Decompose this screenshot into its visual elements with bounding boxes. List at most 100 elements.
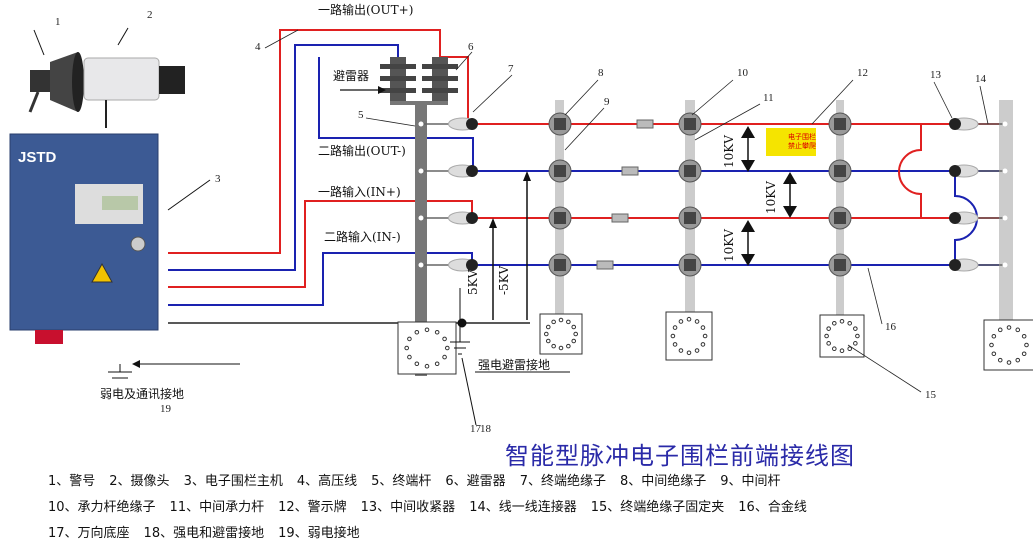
lightning-arrester-icon bbox=[380, 57, 458, 105]
callout-2: 2 bbox=[147, 9, 153, 21]
legend-item: 2、摄像头 bbox=[109, 474, 170, 489]
legend-item: 4、高压线 bbox=[296, 474, 358, 489]
label-5kv: 5KV bbox=[466, 269, 480, 295]
legend-item: 5、终端杆 bbox=[371, 474, 432, 489]
terminal-pole bbox=[415, 104, 427, 376]
legend-item: 1、警号 bbox=[48, 474, 96, 489]
universal-bases bbox=[397, 311, 1033, 375]
tensioner-icon bbox=[636, 119, 654, 129]
callout-9: 9 bbox=[604, 96, 610, 108]
legend-item: 13、中间收紧器 bbox=[360, 500, 456, 515]
sign-line-2: 禁止攀爬 bbox=[788, 141, 816, 150]
legend-item: 9、中间杆 bbox=[720, 474, 781, 489]
callout-18: 18 bbox=[480, 423, 492, 435]
legend-item: 8、中间绝缘子 bbox=[619, 474, 707, 489]
callout-16: 16 bbox=[885, 321, 897, 333]
callout-17: 17 bbox=[470, 423, 482, 435]
wire-connector-icon bbox=[466, 259, 478, 271]
legend-row: 10、承力杆绝缘子 11、中间承力杆 12、警示牌 13、中间收紧器 14、线一线连接器… bbox=[48, 496, 821, 522]
callout-4: 4 bbox=[255, 41, 261, 53]
legend: 1、警号 2、摄像头 3、电子围栏主机 4、高压线 5、终端杆 6、避雷器 7、终端绝缘子 8… bbox=[48, 470, 821, 548]
callout-6: 6 bbox=[468, 41, 474, 53]
label-10kv-middle: 10KV bbox=[764, 181, 778, 214]
legend-item: 19、弱电接地 bbox=[278, 526, 360, 541]
label-10kv-top: 10KV bbox=[722, 135, 736, 168]
leader-line bbox=[847, 344, 922, 393]
universal-base-icon bbox=[397, 321, 457, 375]
arrowheads bbox=[489, 126, 797, 266]
legend-item: 3、电子围栏主机 bbox=[183, 474, 283, 489]
label-out-plus: 一路输出(OUT+) bbox=[318, 2, 413, 17]
legend-item: 17、万向底座 bbox=[48, 526, 130, 541]
high-voltage-wires bbox=[168, 29, 1000, 324]
wire-connector-icon bbox=[949, 259, 961, 271]
universal-base-icon bbox=[983, 319, 1033, 371]
diagram-title: 智能型脉冲电子围栏前端接线图 bbox=[505, 442, 855, 470]
callout-15: 15 bbox=[925, 389, 937, 401]
callout-13: 13 bbox=[930, 69, 942, 81]
label-in-plus: 一路输入(IN+) bbox=[318, 184, 401, 199]
wire-connector-icon bbox=[949, 212, 961, 224]
leader-line bbox=[933, 81, 953, 119]
tensioner-icon bbox=[621, 166, 639, 176]
legend-row: 17、万向底座 18、强电和避雷接地 19、弱电接地 bbox=[48, 522, 821, 548]
legend-item: 14、线一线连接器 bbox=[469, 500, 577, 515]
label-strong-ground: 强电避雷接地 bbox=[478, 357, 550, 372]
leader-line bbox=[455, 51, 473, 71]
legend-item: 7、终端绝缘子 bbox=[519, 474, 606, 489]
voltage-arrows bbox=[492, 134, 791, 320]
callout-19: 19 bbox=[160, 403, 172, 415]
legend-item: 11、中间承力杆 bbox=[169, 500, 265, 515]
legend-item: 16、合金线 bbox=[738, 500, 807, 515]
callout-14: 14 bbox=[975, 73, 987, 85]
callout-12: 12 bbox=[857, 67, 868, 79]
legend-item: 18、强电和避雷接地 bbox=[143, 526, 265, 541]
wire-connector-icon bbox=[949, 165, 961, 177]
siren-icon bbox=[28, 52, 84, 113]
insulators bbox=[418, 112, 1008, 277]
leader-line bbox=[691, 79, 734, 116]
label-weak-ground: 弱电及通讯接地 bbox=[100, 386, 184, 401]
legend-item: 6、避雷器 bbox=[445, 474, 506, 489]
leader-line bbox=[867, 267, 883, 325]
tensioner-icon bbox=[596, 260, 614, 270]
legend-row: 1、警号 2、摄像头 3、电子围栏主机 4、高压线 5、终端杆 6、避雷器 7、终端绝缘子 8… bbox=[48, 470, 821, 496]
universal-base-icon bbox=[539, 313, 583, 355]
terminal-pole bbox=[999, 100, 1013, 368]
leader-line bbox=[564, 107, 605, 151]
label-in-minus: 二路输入(IN-) bbox=[324, 229, 401, 244]
callout-8: 8 bbox=[598, 67, 604, 79]
leader-line bbox=[264, 29, 299, 49]
label-10kv-bottom: 10KV bbox=[722, 229, 736, 262]
leader-line bbox=[811, 79, 854, 125]
universal-base-icon bbox=[665, 311, 713, 361]
wire-connector-icon bbox=[466, 118, 478, 130]
label-out-minus: 二路输出(OUT-) bbox=[318, 143, 406, 158]
camera-icon bbox=[83, 57, 185, 128]
wire-connector-icon bbox=[466, 165, 478, 177]
fence-host-device: JSTD bbox=[9, 133, 159, 344]
callout-3: 3 bbox=[215, 173, 221, 185]
legend-item: 12、警示牌 bbox=[278, 500, 347, 515]
ground-symbol-icon bbox=[108, 288, 570, 426]
legend-item: 15、终端绝缘子固定夹 bbox=[590, 500, 725, 515]
tensioner-icon bbox=[611, 213, 629, 223]
universal-base-icon bbox=[819, 314, 865, 358]
leader-line bbox=[472, 74, 513, 113]
callout-7: 7 bbox=[508, 63, 514, 75]
callout-1: 1 bbox=[55, 16, 61, 28]
leader-line bbox=[694, 103, 761, 141]
leader-line bbox=[979, 85, 989, 125]
legend-item: 10、承力杆绝缘子 bbox=[48, 500, 156, 515]
leader-line bbox=[365, 117, 416, 127]
wire-connector-icon bbox=[466, 212, 478, 224]
label-arrester: 避雷器 bbox=[333, 69, 369, 83]
callout-5: 5 bbox=[358, 109, 364, 121]
callout-10: 10 bbox=[737, 67, 749, 79]
leader-line bbox=[564, 79, 599, 116]
label-minus-5kv: -5KV bbox=[497, 265, 511, 295]
callout-11: 11 bbox=[763, 92, 774, 104]
warning-sign: 电子围栏 禁止攀爬 bbox=[766, 128, 816, 156]
